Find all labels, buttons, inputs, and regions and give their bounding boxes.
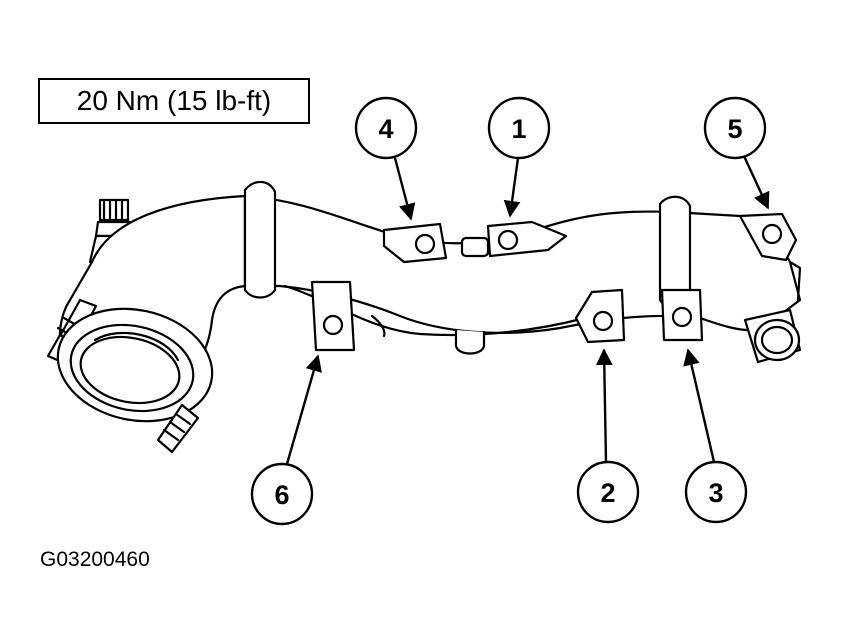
arrow-5 (742, 155, 770, 210)
upper-boss (460, 236, 490, 258)
callout-3: 3 (684, 460, 748, 524)
callout-5: 5 (703, 96, 767, 160)
callouts: 4 1 5 6 2 3 (250, 96, 767, 526)
bracket-1 (486, 220, 568, 258)
callout-5-number: 5 (727, 114, 742, 144)
callout-4-number: 4 (378, 114, 393, 144)
front-port-inner (79, 335, 181, 405)
callout-4: 4 (354, 96, 418, 160)
right-outlet (743, 260, 802, 364)
torque-spec-box: 20 Nm (15 lb-ft) (38, 78, 310, 124)
bracket-6 (310, 280, 356, 352)
arrow-6 (285, 354, 322, 465)
callout-1: 1 (487, 96, 551, 160)
callout-1-number: 1 (511, 114, 526, 144)
callout-6: 6 (250, 462, 314, 526)
bracket-2 (574, 288, 626, 344)
front-port-outer (56, 307, 214, 423)
callout-3-number: 3 (708, 478, 723, 508)
callout-arrows (285, 155, 770, 465)
bracket-3 (660, 288, 704, 342)
front-port-mid (69, 323, 195, 413)
left-collar (243, 180, 277, 299)
bracket-4 (382, 222, 448, 264)
lower-boss (454, 328, 486, 355)
arrow-1 (503, 157, 521, 218)
arrow-4 (393, 157, 416, 221)
callout-2: 2 (576, 460, 640, 524)
callout-2-number: 2 (600, 478, 615, 508)
lower-stud (156, 403, 200, 454)
bracket-5 (738, 212, 798, 262)
arrow-2 (595, 348, 613, 463)
bolt-brackets (310, 212, 798, 352)
torque-spec-label: 20 Nm (15 lb-ft) (76, 85, 272, 116)
callout-6-number: 6 (274, 480, 289, 510)
arrow-3 (683, 348, 716, 463)
figure-code: G03200460 (40, 548, 150, 571)
